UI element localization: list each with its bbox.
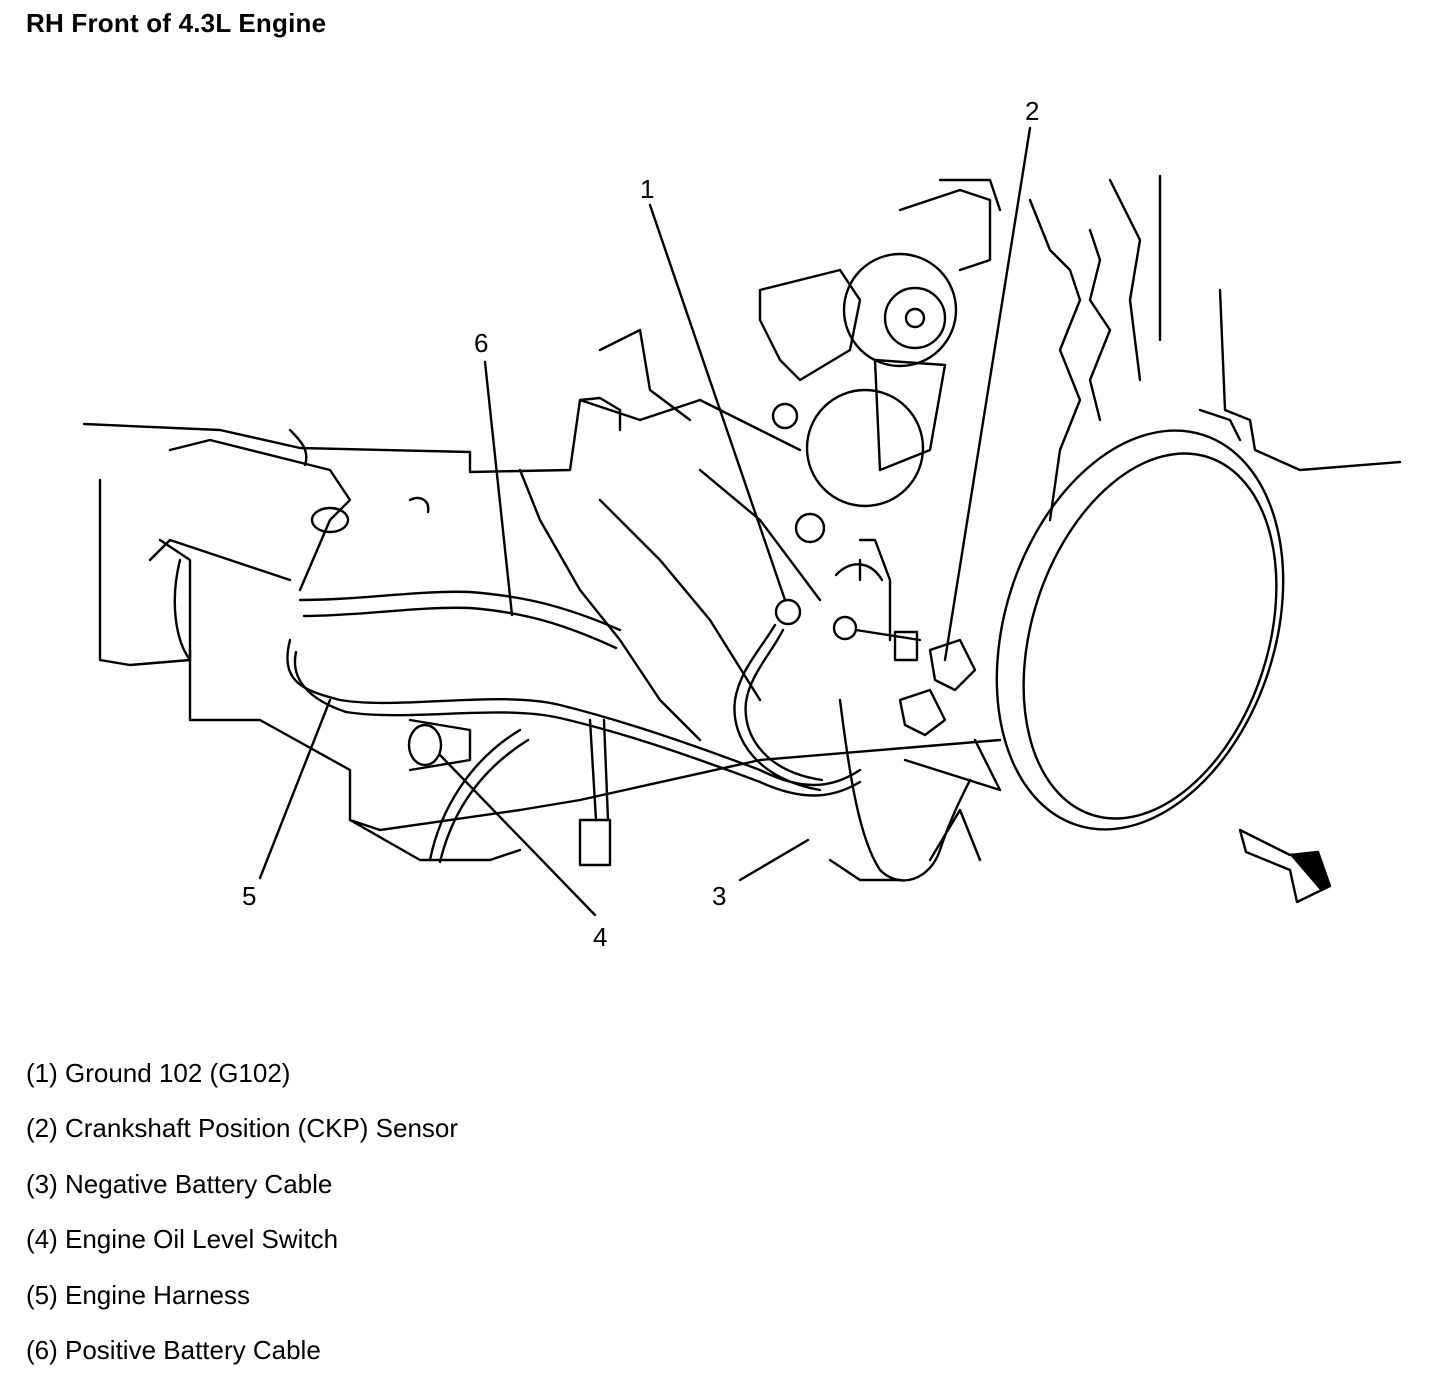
callout-2: 2 (1025, 96, 1039, 126)
legend-item-negative-battery-cable: (3) Negative Battery Cable (26, 1168, 333, 1199)
callout-5: 5 (242, 881, 256, 911)
component-legend: (1) Ground 102 (G102) (2) Crankshaft Pos… (26, 1046, 458, 1378)
callout-6: 6 (474, 328, 488, 358)
legend-item-engine-oil-level-switch: (4) Engine Oil Level Switch (26, 1224, 339, 1255)
leader-lines (258, 126, 1032, 917)
legend-item-engine-harness: (5) Engine Harness (26, 1279, 250, 1310)
engine-illustration: 1 2 3 4 5 6 (82, 96, 1402, 952)
engine-line-drawing (82, 174, 1402, 882)
leader-line-3 (738, 838, 810, 882)
leader-line-1 (648, 203, 787, 602)
leader-line-4 (438, 753, 597, 917)
front-direction-arrow-icon (1238, 828, 1332, 904)
callout-1: 1 (640, 174, 654, 204)
legend-item-positive-battery-cable: (6) Positive Battery Cable (26, 1334, 321, 1365)
leader-line-6 (483, 360, 514, 617)
legend-item-ground-102: (1) Ground 102 (G102) (26, 1058, 291, 1088)
leader-line-5 (258, 698, 332, 880)
callout-4: 4 (593, 922, 607, 952)
legend-item-ckp-sensor: (2) Crankshaft Position (CKP) Sensor (26, 1113, 459, 1144)
diagram-title: RH Front of 4.3L Engine (26, 8, 327, 38)
callout-3: 3 (712, 881, 726, 911)
leader-line-2 (943, 126, 1032, 662)
